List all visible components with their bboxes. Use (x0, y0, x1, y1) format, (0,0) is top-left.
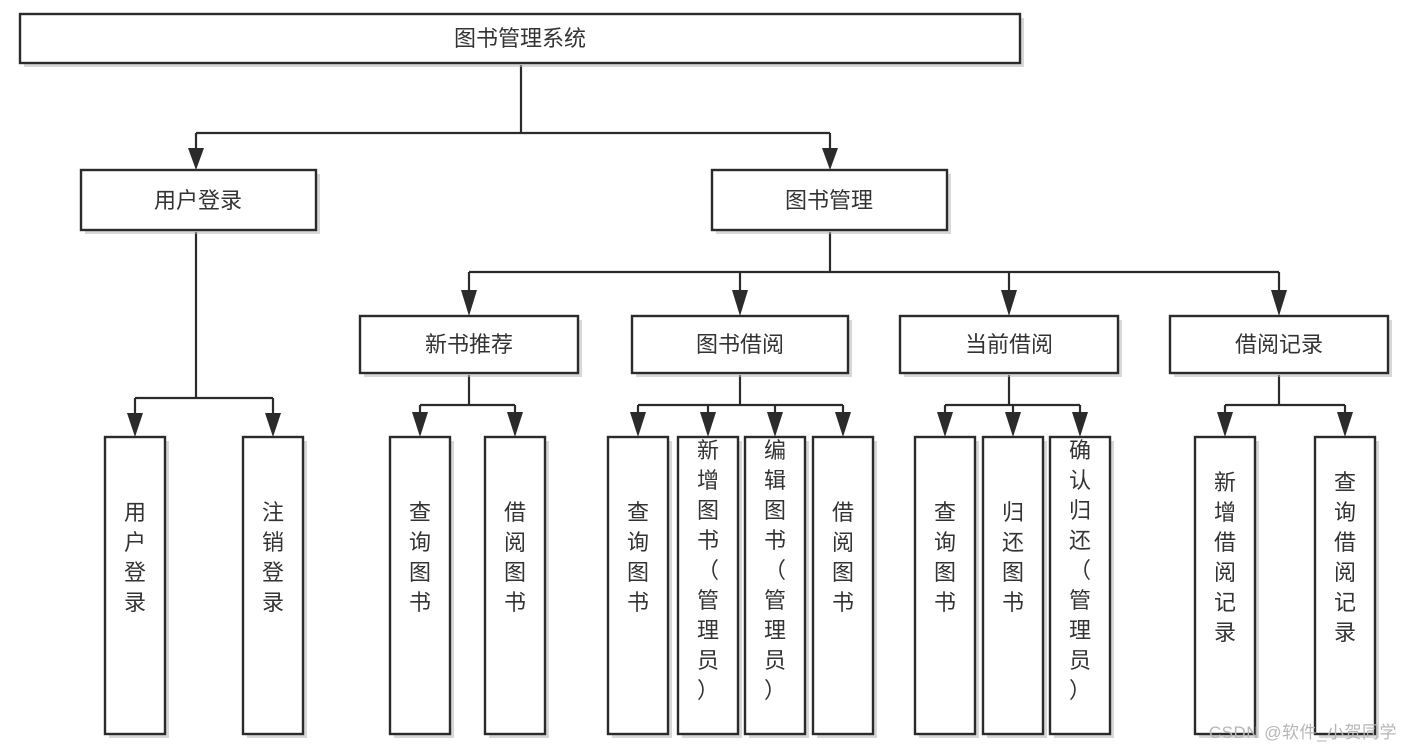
node-leaf-borrow-book-1-label: 借阅图书 (504, 500, 526, 615)
node-leaf-add-book[interactable]: 新增图书（管理员） (676, 435, 742, 738)
node-leaf-query-book-3[interactable]: 查询图书 (913, 435, 979, 738)
node-leaf-user-login[interactable]: 用户登录 (103, 435, 169, 738)
node-leaf-query-book-2-box (606, 435, 670, 736)
node-user-login-box (79, 168, 318, 232)
node-leaf-borrow-book-1-box (483, 435, 547, 736)
arrow-to-leaf-return-book (1005, 412, 1021, 437)
node-leaf-user-login-label: 用户登录 (124, 500, 146, 615)
node-leaf-logout-label: 注销登录 (262, 500, 284, 615)
arrow-to-book-manage (822, 148, 838, 170)
arrow-to-leaf-query-book-3 (937, 412, 953, 437)
node-borrow-record-box (1168, 314, 1390, 375)
node-book-borrow[interactable]: 图书借阅 (630, 314, 852, 377)
arrow-to-user-login (188, 148, 204, 170)
node-leaf-query-book-2[interactable]: 查询图书 (606, 435, 672, 738)
arrow-to-leaf-edit-book (767, 412, 783, 437)
node-borrow-record-label: 借阅记录 (1235, 332, 1323, 357)
node-user-login[interactable]: 用户登录 (79, 168, 320, 234)
node-leaf-borrow-book-1[interactable]: 借阅图书 (483, 435, 549, 738)
node-leaf-add-book-label: 新增图书（管理员） (697, 438, 719, 703)
arrow-to-borrow-record (1271, 290, 1287, 316)
node-leaf-query-book-1-label: 查询图书 (409, 500, 431, 615)
node-leaf-query-book-1[interactable]: 查询图书 (388, 435, 454, 738)
node-leaf-add-record-label: 新增借阅记录 (1214, 470, 1236, 645)
node-leaf-query-book-2-label: 查询图书 (627, 500, 649, 615)
node-leaf-user-login-box (103, 435, 167, 736)
arrow-to-leaf-query-record (1337, 412, 1353, 437)
arrow-to-new-book-rec (461, 290, 477, 316)
node-leaf-add-record-box (1193, 435, 1257, 736)
node-leaf-query-book-3-label: 查询图书 (934, 500, 956, 615)
arrow-to-book-borrow (732, 290, 748, 316)
arrow-to-leaf-query-book-2 (630, 412, 646, 437)
arrow-to-leaf-borrow-book-2 (835, 412, 851, 437)
node-leaf-query-record[interactable]: 查询借阅记录 (1313, 435, 1379, 738)
node-book-borrow-box (630, 314, 850, 375)
node-leaf-query-book-1-box (388, 435, 452, 736)
node-leaf-edit-book-box (743, 435, 807, 736)
node-new-book-rec[interactable]: 新书推荐 (358, 314, 582, 377)
node-book-manage-label: 图书管理 (785, 188, 873, 213)
node-book-manage[interactable]: 图书管理 (710, 168, 951, 234)
node-leaf-return-book[interactable]: 归还图书 (981, 435, 1047, 738)
arrow-to-leaf-user-login (127, 413, 143, 437)
node-leaf-confirm-return-label: 确认归还（管理员） (1069, 438, 1091, 703)
node-book-borrow-label: 图书借阅 (696, 332, 784, 357)
node-leaf-confirm-return-box (1048, 435, 1112, 736)
node-user-login-label: 用户登录 (154, 188, 242, 213)
node-new-book-rec-label: 新书推荐 (425, 332, 513, 357)
arrow-to-current-borrow (1001, 290, 1017, 316)
node-leaf-query-book-3-box (913, 435, 977, 736)
node-root[interactable]: 图书管理系统 (18, 12, 1024, 67)
node-leaf-add-book-box (676, 435, 740, 736)
node-new-book-rec-box (358, 314, 580, 375)
node-leaf-return-book-label: 归还图书 (1002, 500, 1024, 615)
arrow-to-leaf-borrow-book-1 (507, 412, 523, 437)
arrow-to-leaf-confirm-return (1072, 412, 1088, 437)
node-leaf-query-record-label: 查询借阅记录 (1334, 470, 1356, 645)
node-leaf-borrow-book-2-label: 借阅图书 (832, 500, 854, 615)
node-leaf-borrow-book-2-box (811, 435, 875, 736)
arrow-to-leaf-add-book (700, 412, 716, 437)
node-book-manage-box (710, 168, 949, 232)
node-root-box (18, 12, 1022, 65)
node-current-borrow-label: 当前借阅 (965, 332, 1053, 357)
node-borrow-record[interactable]: 借阅记录 (1168, 314, 1392, 377)
node-leaf-add-record[interactable]: 新增借阅记录 (1193, 435, 1259, 738)
node-leaf-borrow-book-2[interactable]: 借阅图书 (811, 435, 877, 738)
arrow-to-leaf-add-record (1217, 412, 1233, 437)
arrow-to-leaf-logout (265, 413, 281, 437)
node-leaf-logout[interactable]: 注销登录 (241, 435, 307, 738)
node-root-label: 图书管理系统 (454, 26, 586, 51)
connectors-layer (127, 65, 1353, 437)
node-current-borrow[interactable]: 当前借阅 (898, 314, 1122, 377)
node-leaf-edit-book[interactable]: 编辑图书（管理员） (743, 435, 809, 738)
node-current-borrow-box (898, 314, 1120, 375)
arrow-to-leaf-query-book-1 (412, 412, 428, 437)
node-leaf-edit-book-label: 编辑图书（管理员） (764, 438, 786, 703)
node-leaf-query-record-box (1313, 435, 1377, 736)
node-leaf-confirm-return[interactable]: 确认归还（管理员） (1048, 435, 1114, 738)
node-leaf-return-book-box (981, 435, 1045, 736)
node-leaf-logout-box (241, 435, 305, 736)
